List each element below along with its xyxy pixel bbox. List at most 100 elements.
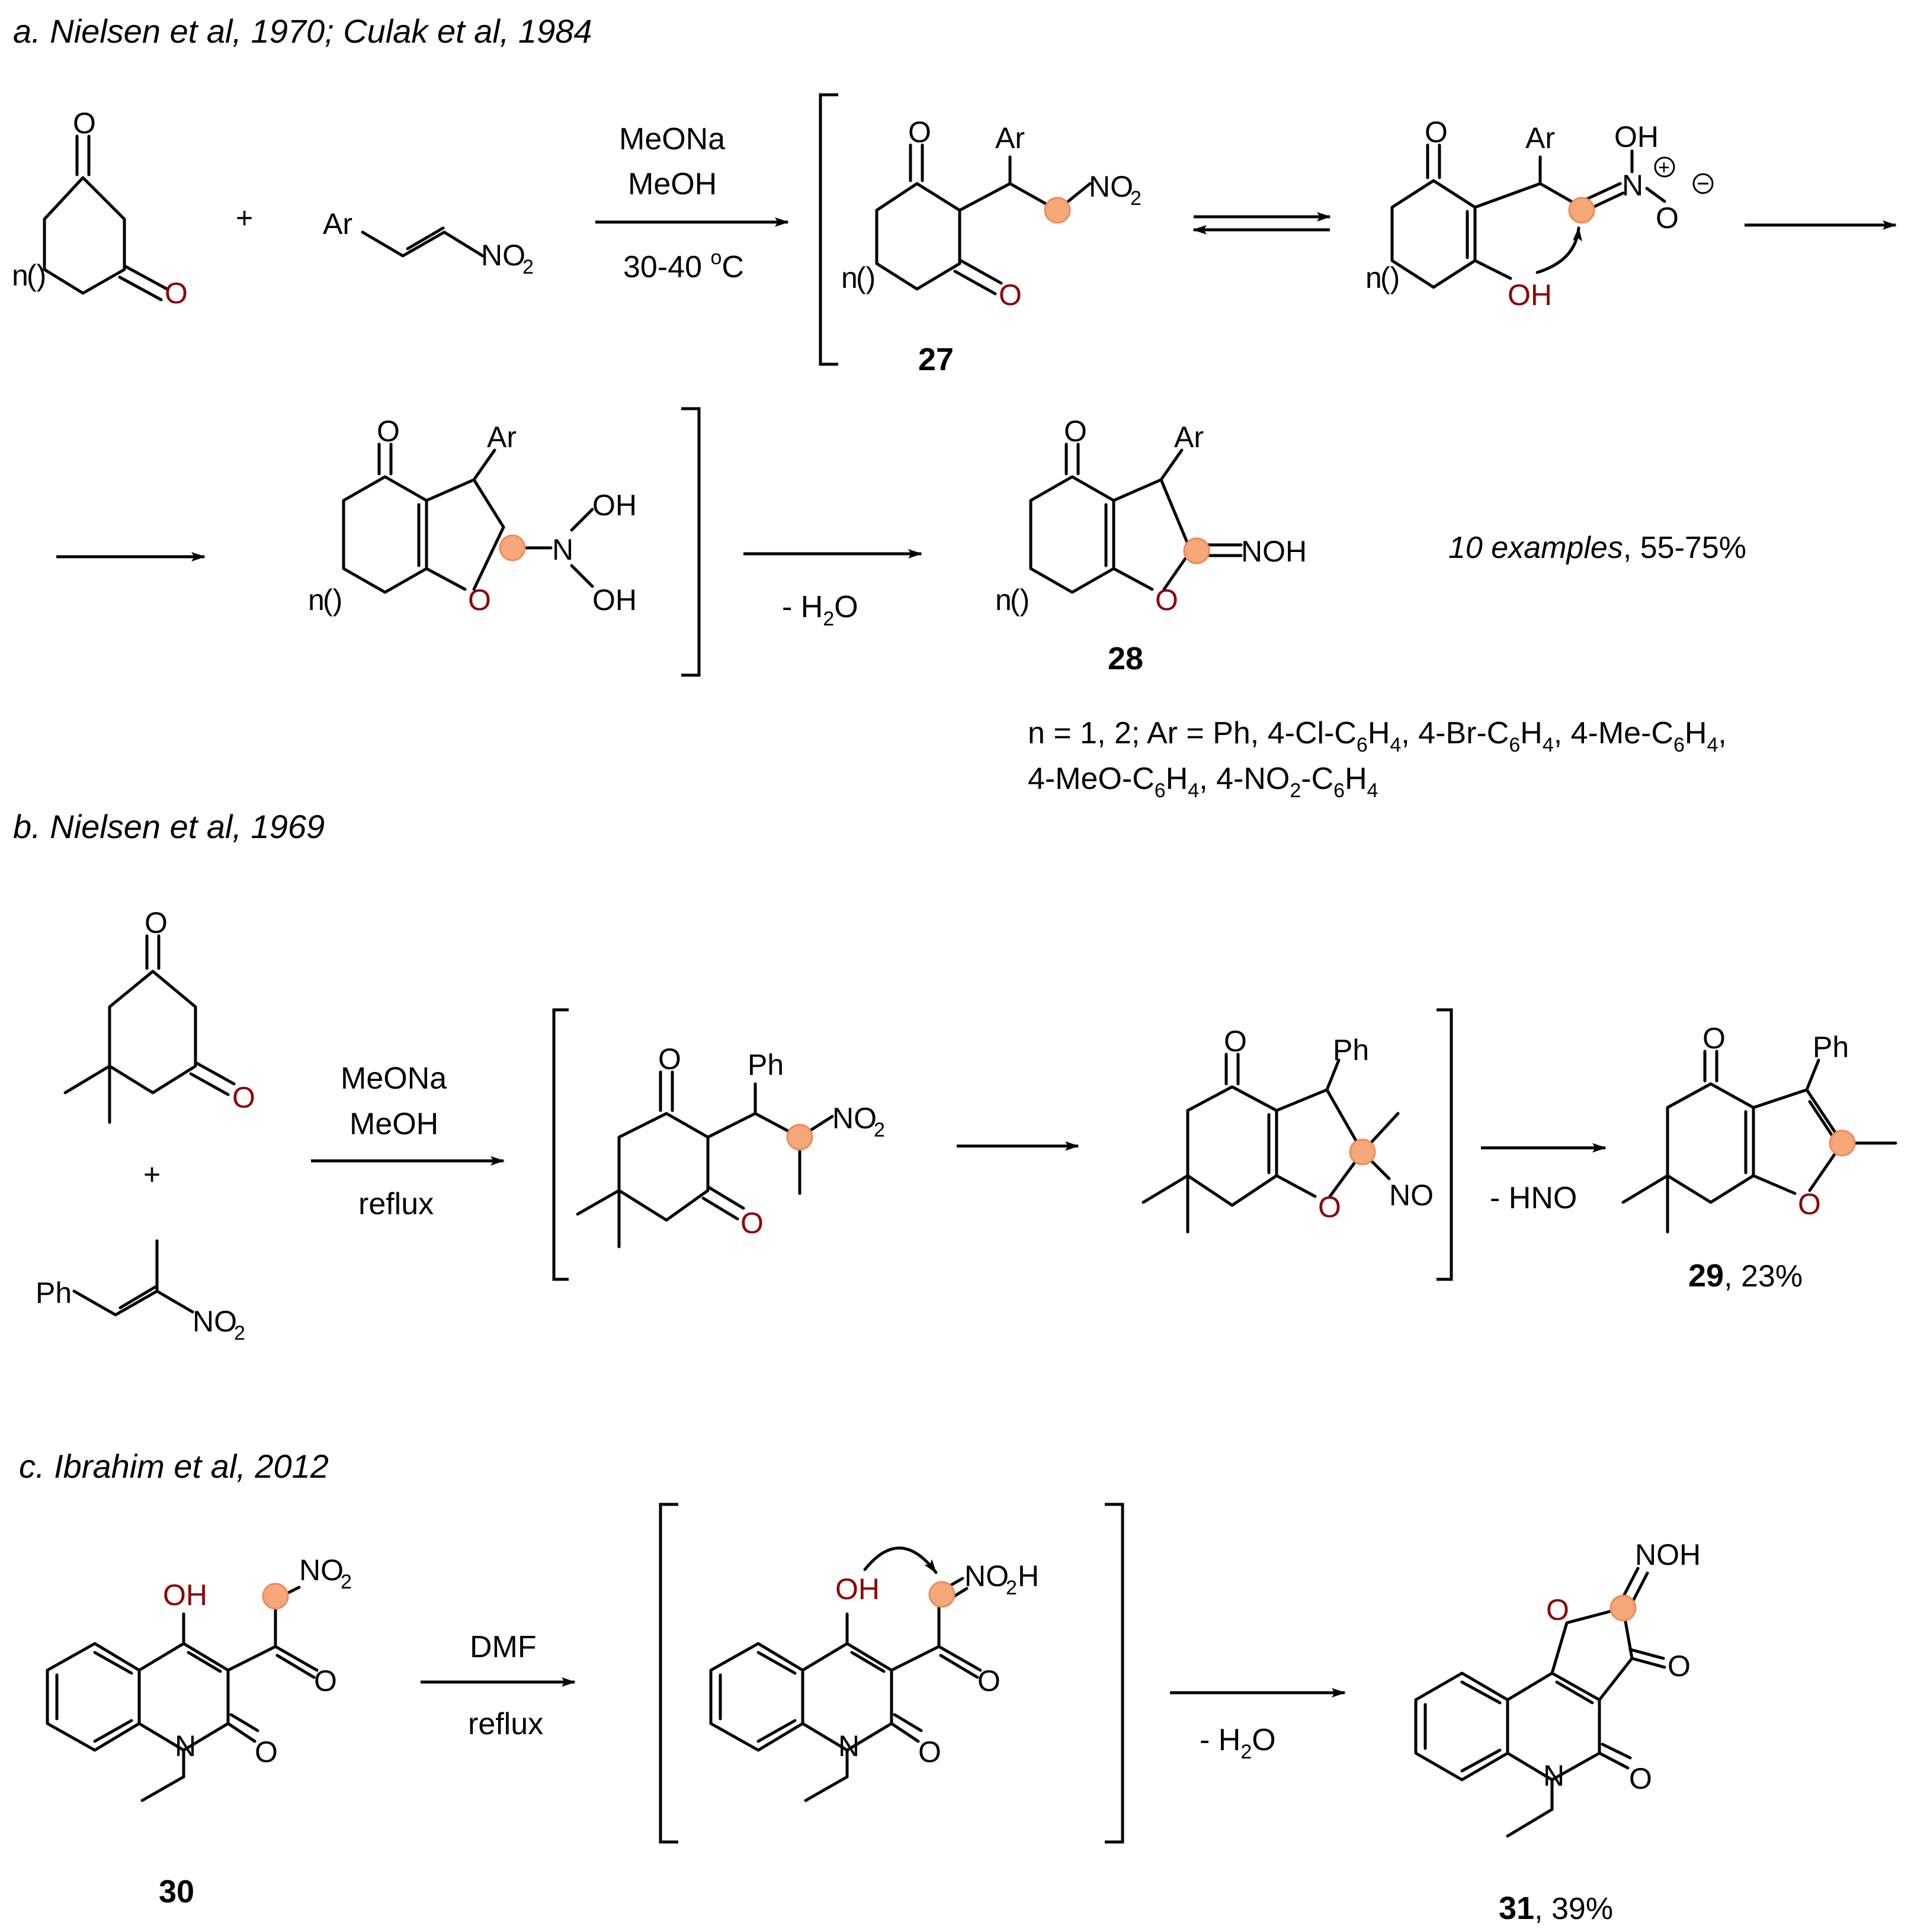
svg-text:N: N	[1622, 169, 1643, 202]
svg-text:O: O	[232, 1081, 255, 1114]
svg-text:30-40 oC: 30-40 oC	[623, 246, 744, 284]
svg-text:O: O	[1702, 1022, 1726, 1055]
plus-sign-b: +	[143, 1158, 161, 1191]
svg-text:Ph: Ph	[36, 1276, 72, 1310]
svg-text:OH: OH	[1614, 120, 1659, 153]
svg-text:O: O	[1546, 1593, 1569, 1626]
compound-28: O Ar NOH O n ()	[995, 415, 1307, 617]
svg-text:n: n	[1365, 261, 1382, 294]
svg-text:Ar: Ar	[1525, 121, 1555, 155]
svg-text:OH: OH	[835, 1572, 880, 1606]
scope-a: n = 1, 2; Ar = Ph, 4-Cl-C6H4, 4-Br-C6H4,…	[1028, 716, 1727, 802]
svg-text:OH: OH	[592, 489, 637, 522]
compound-29: O Ph O	[1621, 1022, 1897, 1234]
plus-sign: +	[236, 201, 253, 235]
svg-text:n: n	[308, 583, 325, 617]
svg-text:MeONa: MeONa	[619, 122, 725, 156]
svg-text:NO: NO	[964, 1559, 1009, 1593]
svg-text:O: O	[908, 115, 931, 149]
bracket-right-c	[1105, 1503, 1124, 1844]
reaction-arrow-b3: - HNO	[1481, 1143, 1607, 1215]
svg-text:+: +	[1658, 156, 1670, 179]
michael-adduct-b: O Ph NO 2 O	[576, 1042, 885, 1249]
bracket-left-a	[819, 93, 838, 366]
svg-text:NOH: NOH	[1635, 1538, 1701, 1571]
compound-30: OH N O O NO 2	[46, 1554, 352, 1802]
svg-text:O: O	[740, 1206, 764, 1240]
svg-text:O: O	[1798, 1188, 1821, 1221]
section-a-header: a. Nielsen et al, 1970; Culak et al, 198…	[13, 12, 592, 50]
intermediate-27: O O Ar NO 2 n ()	[841, 115, 1142, 312]
svg-text:n: n	[841, 261, 858, 294]
bracket-right-a	[681, 407, 701, 677]
svg-text:2: 2	[234, 1322, 245, 1344]
dimedone: O O	[63, 906, 255, 1124]
label-28: 28	[1108, 641, 1143, 676]
svg-text:N: N	[175, 1729, 196, 1763]
label-31: 31, 39%	[1499, 1891, 1613, 1926]
svg-text:NO: NO	[299, 1554, 344, 1587]
svg-text:MeOH: MeOH	[350, 1107, 438, 1141]
reaction-arrow-a4: - H2O	[743, 549, 922, 630]
bracket-left-b	[552, 1008, 569, 1281]
svg-text:2: 2	[522, 256, 534, 278]
svg-text:O: O	[314, 1664, 337, 1697]
label-30: 30	[159, 1874, 194, 1909]
nitrostyrene-a: Ar NO 2	[323, 207, 534, 278]
svg-text:OH: OH	[163, 1578, 207, 1612]
svg-text:Ph: Ph	[748, 1048, 784, 1081]
svg-text:N: N	[1543, 1759, 1564, 1792]
svg-text:O: O	[1629, 1762, 1652, 1795]
svg-text:O: O	[977, 1664, 1001, 1697]
svg-text:2: 2	[1006, 1577, 1017, 1599]
svg-text:N: N	[552, 533, 573, 566]
svg-text:H: H	[1018, 1559, 1039, 1593]
svg-text:O: O	[658, 1042, 681, 1076]
section-b-header: b. Nielsen et al, 1969	[13, 808, 325, 845]
svg-text:4-MeO-C6H4, 4-NO2-C6H4: 4-MeO-C6H4, 4-NO2-C6H4	[1028, 762, 1378, 802]
svg-text:Ph: Ph	[1333, 1034, 1369, 1067]
svg-text:reflux: reflux	[358, 1187, 434, 1221]
svg-text:2: 2	[1130, 187, 1142, 210]
svg-text:(): ()	[27, 259, 46, 292]
svg-text:MeONa: MeONa	[341, 1061, 447, 1096]
dihydrofuran-hydroxylamine: O Ar N OH OH O n ()	[308, 415, 637, 617]
svg-text:n: n	[995, 583, 1012, 617]
svg-text:O: O	[377, 415, 400, 448]
svg-text:- HNO: - HNO	[1490, 1181, 1577, 1215]
svg-text:NO: NO	[1389, 1179, 1434, 1212]
svg-text:n: n	[12, 259, 28, 292]
svg-text:NOH: NOH	[1241, 535, 1307, 568]
dihydrofuran-nitroso: O Ph O NO	[1142, 1025, 1434, 1234]
svg-text:Ar: Ar	[323, 207, 352, 240]
bracket-left-c	[659, 1503, 678, 1844]
svg-text:O: O	[145, 906, 168, 939]
svg-text:DMF: DMF	[470, 1630, 537, 1664]
label-27: 27	[918, 342, 954, 377]
svg-text:Ar: Ar	[1174, 421, 1204, 454]
svg-text:- H2O: - H2O	[782, 590, 858, 630]
svg-text:O: O	[1425, 115, 1448, 149]
svg-text:O: O	[1318, 1190, 1341, 1224]
svg-text:NO: NO	[481, 239, 525, 272]
svg-text:OH: OH	[592, 583, 637, 617]
svg-text:O: O	[165, 277, 188, 310]
enol-nitronic-acid: O Ar OH N O + OH n ()	[1365, 115, 1714, 312]
svg-text:O: O	[1656, 201, 1679, 235]
cyclohexanedione-a: O O n ()	[12, 107, 188, 310]
svg-text:2: 2	[341, 1571, 352, 1593]
equilibrium-arrows	[1192, 212, 1331, 235]
compound-31: O N O O NOH	[1414, 1538, 1701, 1838]
nitropropene: Ph NO 2	[36, 1239, 245, 1344]
reaction-arrow-c2: - H2O	[1170, 1688, 1346, 1763]
svg-text:NO: NO	[1089, 170, 1133, 203]
svg-text:(): ()	[856, 261, 876, 294]
svg-text:N: N	[838, 1729, 860, 1763]
svg-text:O: O	[918, 1735, 941, 1769]
svg-text:OH: OH	[1508, 278, 1552, 312]
bracket-right-b	[1437, 1008, 1453, 1281]
svg-text:Ar: Ar	[487, 421, 517, 454]
svg-text:O: O	[1064, 415, 1087, 448]
svg-text:(): ()	[1010, 583, 1030, 617]
